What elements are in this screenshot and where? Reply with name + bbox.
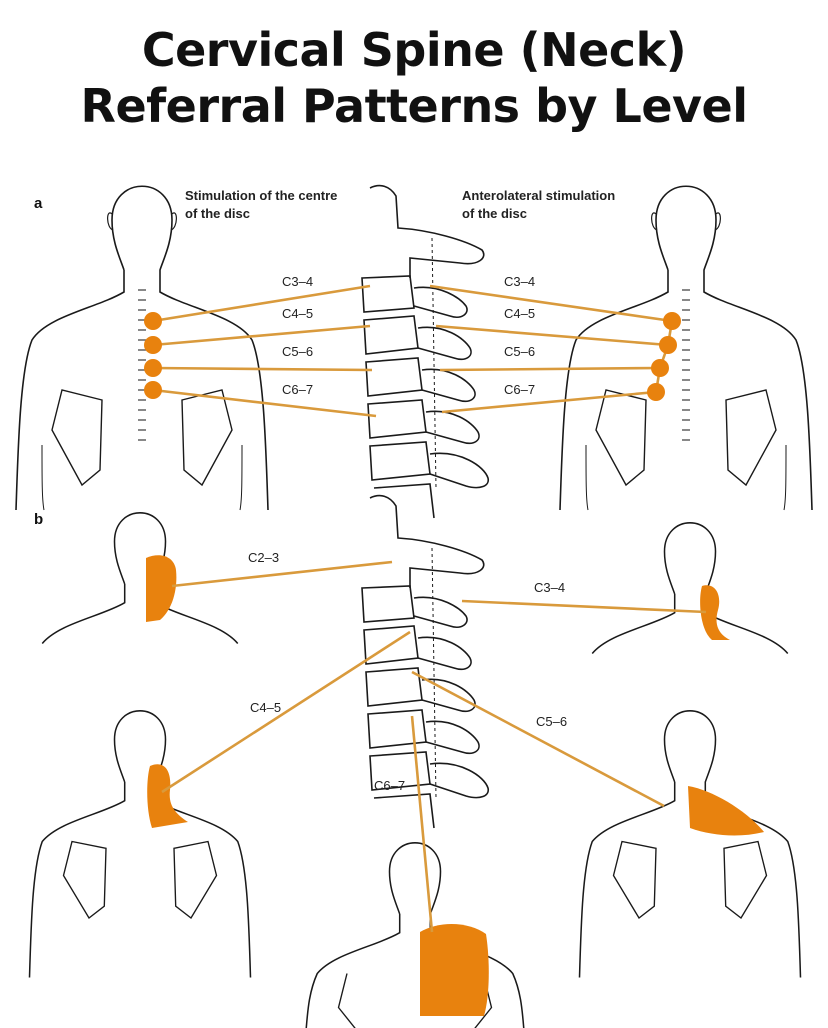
title-line-2: Referral Patterns by Level <box>80 79 748 133</box>
right-header-2: of the disc <box>462 206 527 221</box>
connector-lines-b <box>161 560 707 933</box>
level-label-c5-6: C5–6 <box>536 714 567 729</box>
level-label-left-c4-5: C4–5 <box>282 306 313 321</box>
panel-a-label: a <box>34 195 43 212</box>
torso-b-c6-7 <box>305 842 525 1028</box>
pain-dot-left-c6-7 <box>144 381 162 399</box>
level-label-left-c3-4: C3–4 <box>282 274 313 289</box>
pain-area-c6-7 <box>420 923 489 1016</box>
level-label-c2-3: C2–3 <box>248 550 279 565</box>
pain-dot-left-c3-4 <box>144 312 162 330</box>
torso-b-c2-3 <box>41 512 239 644</box>
pain-dot-right-c3-4 <box>663 312 681 330</box>
level-label-c3-4: C3–4 <box>534 580 565 595</box>
connector-lines-a <box>152 284 674 418</box>
torso-a-right <box>559 185 813 511</box>
pain-area-c2-3 <box>146 555 177 622</box>
torso-b-c4-5 <box>28 710 252 978</box>
panel-a: Stimulation of the centre of the disc An… <box>15 184 813 519</box>
left-header-2: of the disc <box>185 206 250 221</box>
pain-area-c5-6 <box>688 786 764 836</box>
pain-dot-right-c6-7 <box>647 383 665 401</box>
level-label-right-c3-4: C3–4 <box>504 274 535 289</box>
level-label-left-c6-7: C6–7 <box>282 382 313 397</box>
pain-dot-left-c4-5 <box>144 336 162 354</box>
panel-b-label: b <box>34 511 43 528</box>
torso-b-c3-4 <box>591 522 789 654</box>
left-header-1: Stimulation of the centre <box>185 188 337 203</box>
torso-b-c5-6 <box>578 710 802 978</box>
pain-dot-right-c5-6 <box>651 359 669 377</box>
pain-area-c3-4 <box>700 585 730 640</box>
level-label-right-c5-6: C5–6 <box>504 344 535 359</box>
pain-dot-right-c4-5 <box>659 336 677 354</box>
right-header-1: Anterolateral stimulation <box>462 188 615 203</box>
level-label-c4-5: C4–5 <box>250 700 281 715</box>
pain-area-c4-5 <box>147 764 188 828</box>
title-line-1: Cervical Spine (Neck) <box>141 23 687 77</box>
page-title: Cervical Spine (Neck) Referral Patterns … <box>0 22 828 134</box>
level-label-right-c6-7: C6–7 <box>504 382 535 397</box>
torso-a-left <box>15 185 269 511</box>
level-label-right-c4-5: C4–5 <box>504 306 535 321</box>
pain-dot-left-c5-6 <box>144 359 162 377</box>
spine-a <box>361 184 490 519</box>
pain-dots-a <box>144 312 681 401</box>
panel-b: C2–3 C3–4 C4–5 C5–6 C6–7 <box>28 494 802 1028</box>
level-label-c6-7: C6–7 <box>374 778 405 793</box>
level-label-left-c5-6: C5–6 <box>282 344 313 359</box>
